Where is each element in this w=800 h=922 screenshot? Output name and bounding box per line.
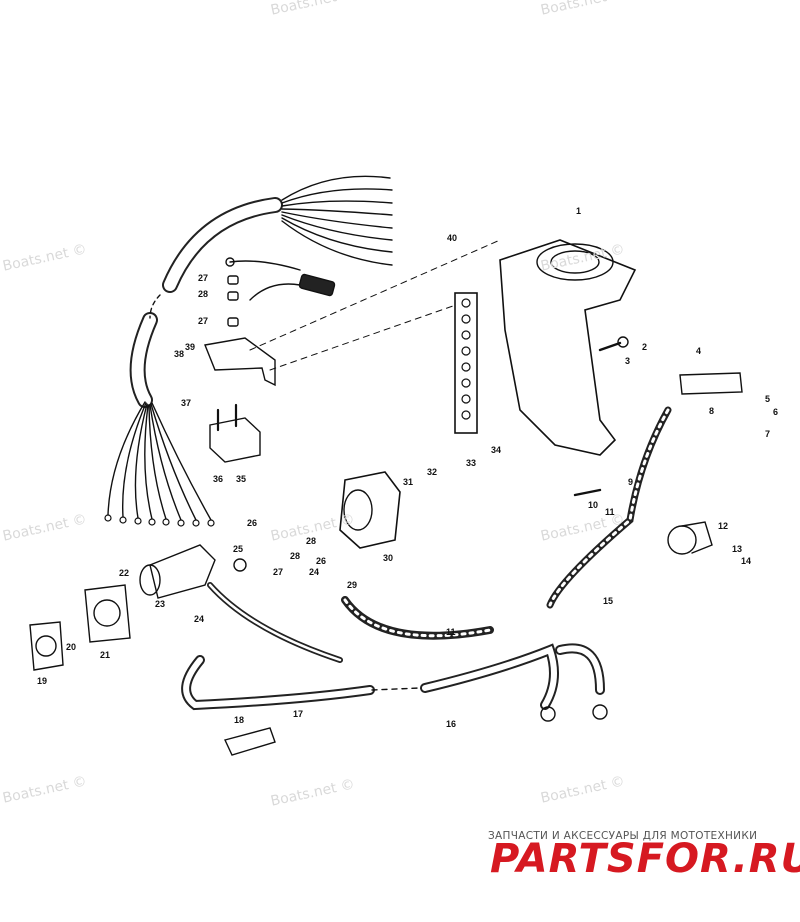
callout-14: 14 — [741, 556, 752, 566]
callout-26: 26 — [316, 556, 327, 566]
callout-24: 24 — [194, 614, 205, 624]
callout-16: 16 — [446, 719, 457, 729]
callout-11: 11 — [605, 507, 615, 517]
callout-39: 39 — [185, 342, 196, 352]
callout-25: 25 — [233, 544, 244, 554]
callout-6: 6 — [773, 407, 779, 417]
callout-20: 20 — [66, 642, 77, 652]
callout-22: 22 — [119, 568, 130, 578]
callout-23: 23 — [155, 599, 166, 609]
callout-31: 31 — [403, 477, 414, 487]
callout-1: 1 — [576, 206, 582, 216]
callout-18: 18 — [234, 715, 245, 725]
callout-9: 9 — [628, 477, 634, 487]
callout-36: 36 — [213, 474, 224, 484]
callout-4: 4 — [696, 346, 702, 356]
callout-30: 30 — [383, 553, 394, 563]
callout-3: 3 — [625, 356, 631, 366]
callout-28: 28 — [290, 551, 301, 561]
callout-13: 13 — [732, 544, 743, 554]
callout-21: 21 — [100, 650, 111, 660]
callout-5: 5 — [765, 394, 771, 404]
callout-19: 19 — [37, 676, 48, 686]
callout-27: 27 — [273, 567, 284, 577]
callout-17: 17 — [293, 709, 304, 719]
callout-40: 40 — [447, 233, 458, 243]
callout-35: 35 — [236, 474, 247, 484]
callout-10: 10 — [588, 500, 599, 510]
callout-34: 34 — [491, 445, 502, 455]
callout-2: 2 — [642, 342, 648, 352]
callout-28: 28 — [198, 289, 209, 299]
callout-38: 38 — [174, 349, 185, 359]
callout-8: 8 — [709, 406, 715, 416]
callout-32: 32 — [427, 467, 438, 477]
callout-15: 15 — [603, 596, 614, 606]
callout-29: 29 — [347, 580, 358, 590]
callout-27: 27 — [198, 316, 209, 326]
callout-37: 37 — [181, 398, 192, 408]
callout-7: 7 — [765, 429, 771, 439]
callout-28: 28 — [306, 536, 317, 546]
callout-11: 11 — [446, 627, 456, 637]
footer-logo: PARTSFOR.RU — [490, 836, 800, 882]
callout-24: 24 — [309, 567, 320, 577]
callout-12: 12 — [718, 521, 729, 531]
callout-26: 26 — [247, 518, 258, 528]
callout-33: 33 — [466, 458, 477, 468]
callout-27: 27 — [198, 273, 209, 283]
footer-tagline: ЗАПЧАСТИ И АКСЕССУАРЫ ДЛЯ МОТОТЕХНИКИ — [488, 830, 758, 842]
